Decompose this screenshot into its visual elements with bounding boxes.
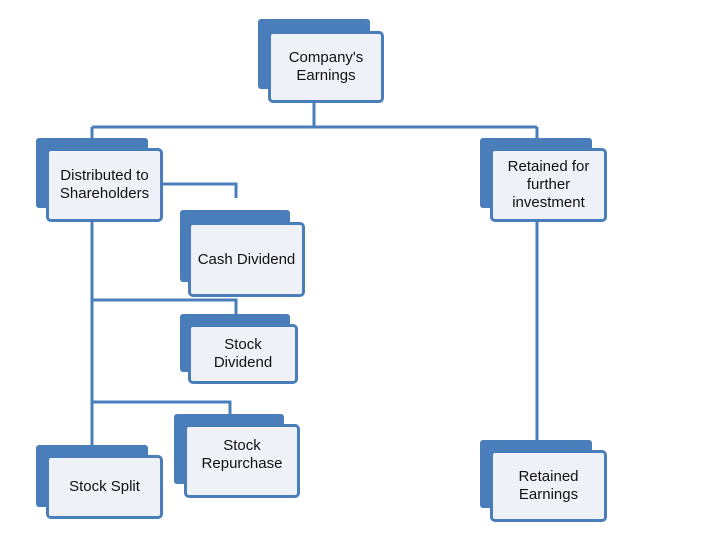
node-company-earnings: Company's Earnings: [258, 19, 384, 103]
connector-distributed-branch: [150, 182, 238, 198]
node-retained-for-investment: Retained for further investment: [480, 138, 607, 222]
node-distributed-to-shareholders: Distributed to Shareholders: [36, 138, 163, 222]
node-cash-dividend: Cash Dividend: [180, 210, 305, 297]
connector-to-cash-dividend: [92, 298, 238, 314]
node-stock-split: Stock Split: [36, 445, 163, 519]
node-retained-earnings: Retained Earnings: [480, 440, 607, 522]
connector-to-stock-dividend: [92, 400, 232, 414]
node-stock-dividend: Stock Dividend: [180, 314, 298, 384]
node-stock-repurchase: Stock Repurchase: [174, 414, 300, 498]
